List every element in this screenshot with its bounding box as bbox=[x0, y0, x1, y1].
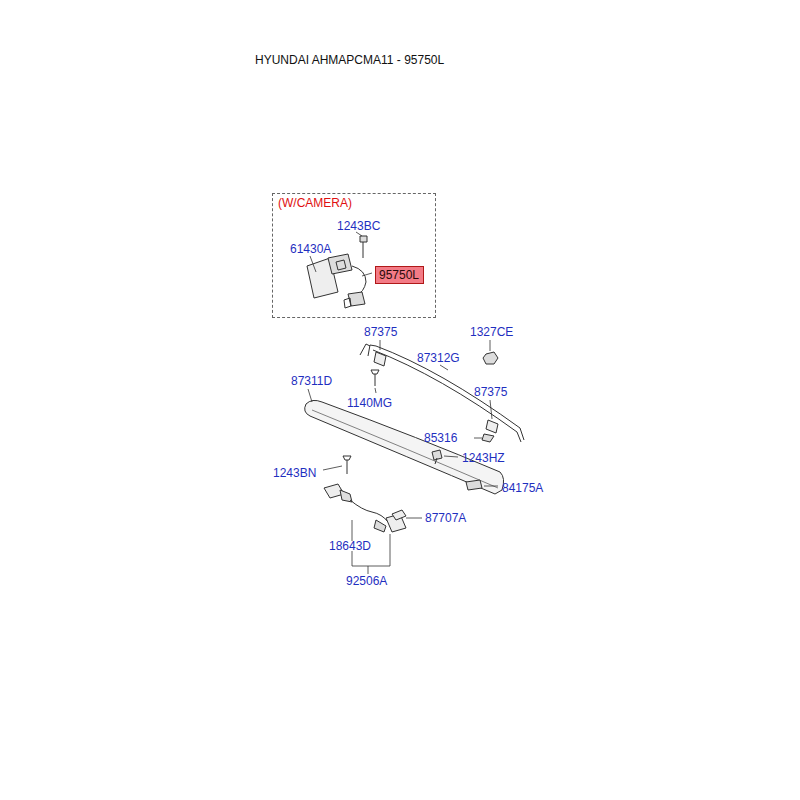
callout-number: 92506A bbox=[346, 574, 387, 588]
highlighted-part-box: 95750L bbox=[375, 266, 424, 284]
callout-number: 87311D bbox=[291, 374, 332, 388]
group-heading: (W/CAMERA) bbox=[278, 196, 352, 210]
callout-number: 1243BC bbox=[337, 219, 380, 233]
callout-number: 87707A bbox=[425, 511, 466, 525]
callout-number: 1327CE bbox=[470, 325, 513, 339]
diagram-title: HYUNDAI AHMAPCMA11 - 95750L bbox=[255, 53, 444, 67]
callout-number: 61430A bbox=[290, 242, 331, 256]
callout-number: 87375 bbox=[364, 325, 397, 339]
callout-number: 87312G bbox=[417, 351, 460, 365]
callout-number: 1243BN bbox=[273, 466, 316, 480]
callout-number: 1140MG bbox=[347, 396, 392, 410]
callout-number: 18643D bbox=[329, 539, 371, 553]
callout-number: 1243HZ bbox=[462, 451, 505, 465]
callout-number: 84175A bbox=[502, 481, 543, 495]
callout-number: 87375 bbox=[474, 385, 507, 399]
callout-number: 85316 bbox=[424, 431, 457, 445]
part-number: 95750L bbox=[379, 268, 420, 282]
